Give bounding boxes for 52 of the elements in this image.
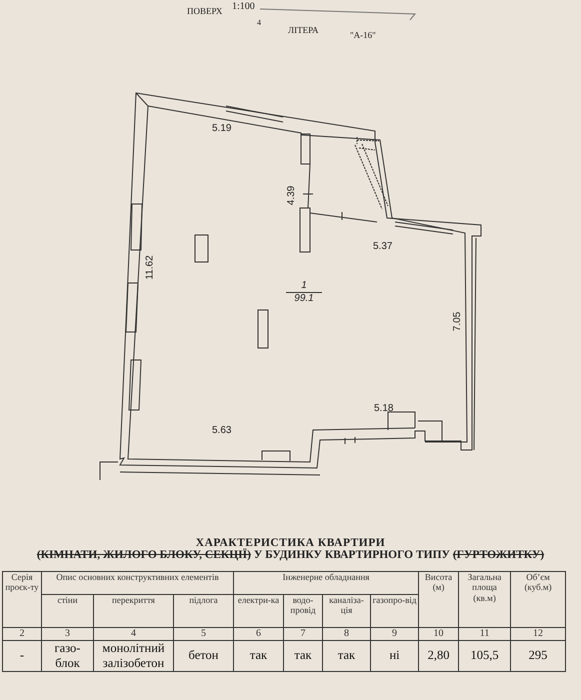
column-header: Серія проєк-ту [4, 572, 40, 593]
column-header: стіни [57, 595, 78, 606]
table-value: монолітний залізобетон [101, 641, 166, 670]
table-value: так [250, 648, 268, 663]
column-header: Інженерне обладнання [282, 572, 370, 582]
column-header: підлога [189, 595, 218, 606]
column-number: 6 [256, 628, 261, 640]
table-value: так [294, 648, 312, 663]
column-number: 4 [131, 628, 136, 640]
column-number: 11 [480, 628, 490, 640]
column-header: каналіза-ція [328, 595, 365, 616]
dimension-label: 11.62 [144, 255, 156, 280]
dimension-label: 7.05 [452, 312, 464, 332]
table-value: бетон [188, 648, 218, 663]
column-header: водо-провід [289, 595, 317, 616]
column-number: 8 [344, 628, 349, 640]
room-area-label: 1 99.1 [286, 280, 322, 305]
dimension-label: 5.37 [373, 241, 392, 252]
field-value: "А-16" [350, 30, 376, 40]
column-header: газопро-від [372, 595, 416, 606]
column-header: Опис основних конструктивних елементів [56, 572, 219, 582]
table-value: так [338, 648, 356, 663]
field-label: ПОВЕРХ [187, 6, 222, 16]
column-number: 12 [533, 628, 544, 640]
struck-text: (ГУРТОЖИТКУ) [452, 549, 544, 561]
column-header: електри-ка [238, 595, 280, 606]
column-number: 7 [300, 628, 306, 640]
column-header: перекриття [112, 595, 155, 606]
dimension-label: 4.39 [286, 186, 298, 206]
field-label: ЛІТЕРА [288, 25, 318, 35]
table-value: газо-блок [54, 641, 82, 670]
field-value: 4 [257, 18, 261, 27]
scale-text: 1:100 [232, 1, 255, 12]
table-value: 105,5 [470, 648, 499, 663]
table-title: ХАРАКТЕРИСТИКА КВАРТИРИ [196, 537, 386, 549]
table-subtitle: У БУДИНКУ КВАРТИРНОГО ТИПУ [254, 549, 450, 561]
column-number: 2 [20, 628, 24, 640]
table-value: ні [389, 648, 400, 663]
column-number: 10 [434, 628, 444, 640]
column-number: 5 [201, 628, 206, 640]
column-header: Загальна площа (кв.м) [466, 572, 502, 604]
dimension-label: 5.63 [212, 425, 232, 436]
column-header: Об’єм (куб.м) [523, 572, 553, 593]
column-number: 9 [392, 628, 398, 640]
struck-text: (КІМНАТИ, ЖИЛОГО БЛОКУ, СЕКЦІЇ) [36, 549, 251, 561]
dimension-label: 5.18 [374, 403, 394, 414]
table-value: 295 [528, 648, 548, 663]
column-header: Висота (м) [424, 572, 454, 593]
dimension-label: 5.19 [212, 123, 232, 134]
table-value: 2,80 [428, 648, 450, 663]
column-number: 3 [65, 628, 70, 640]
table-value: - [20, 648, 24, 663]
